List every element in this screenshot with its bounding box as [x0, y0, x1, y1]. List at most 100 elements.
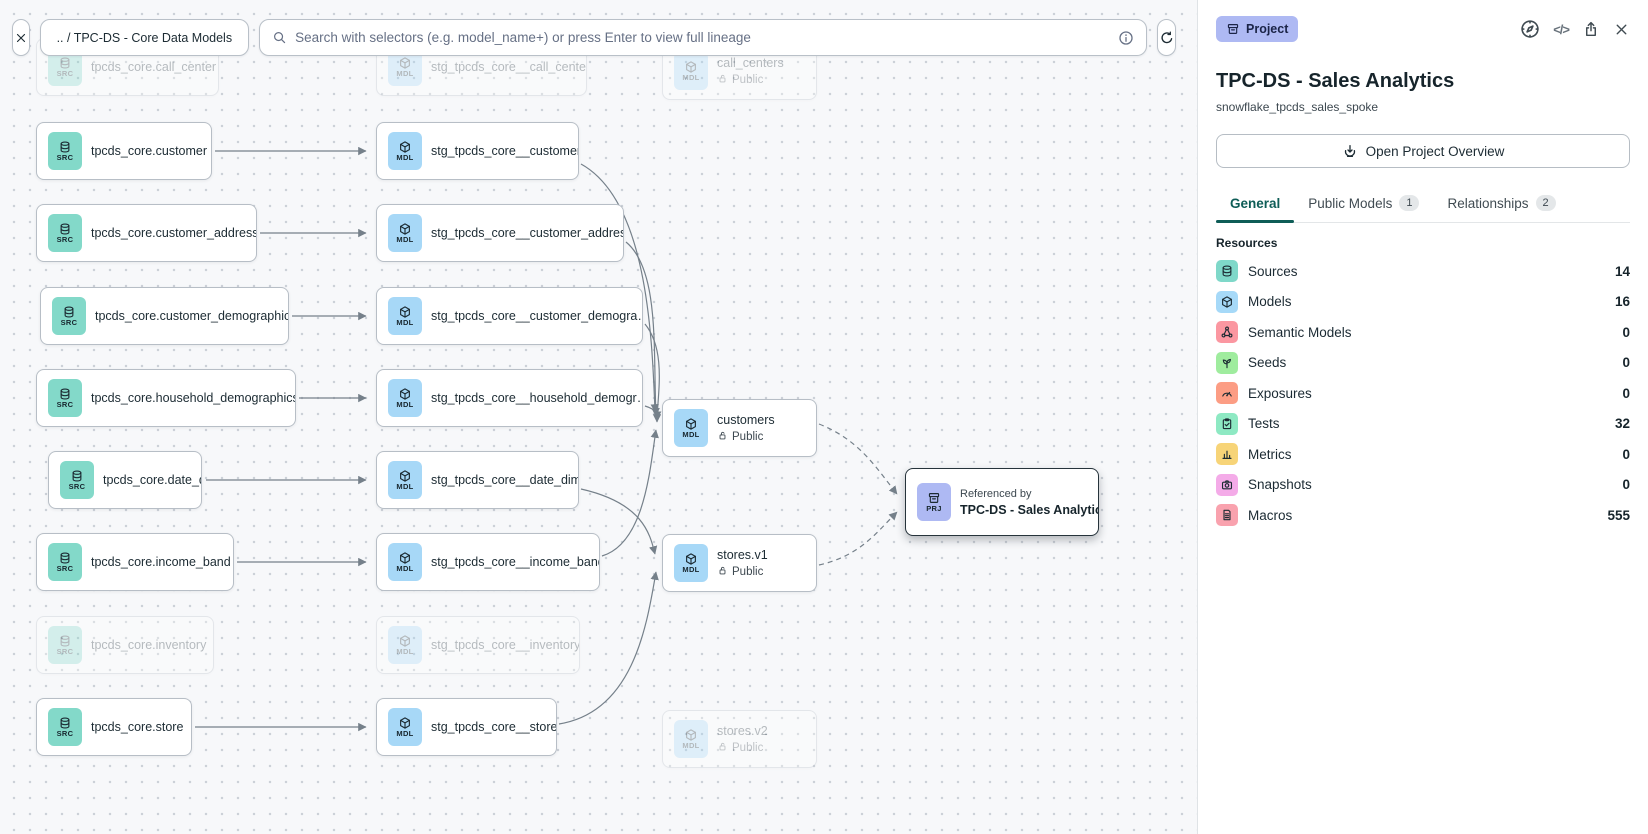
database-icon	[58, 222, 72, 236]
project-node-tpc-ds-sales-analytics[interactable]: PRJ Referenced by TPC-DS - Sales Analyti…	[905, 468, 1099, 536]
tab-general[interactable]: General	[1216, 186, 1294, 222]
lineage-node-stg-tpcds-core-inventory[interactable]: MDLstg_tpcds_core__inventory	[376, 616, 580, 674]
lineage-node-stg-tpcds-core-customer-address[interactable]: MDL stg_tpcds_core__customer_address	[376, 204, 624, 262]
lineage-node-stg-tpcds-core-income-band[interactable]: MDLstg_tpcds_core__income_band	[376, 533, 600, 591]
node-label: tpcds_core.store	[91, 720, 183, 734]
database-icon	[58, 716, 72, 730]
resources-heading: Resources	[1216, 236, 1630, 250]
node-access-label: Public	[717, 741, 768, 755]
share-icon[interactable]	[1582, 20, 1600, 38]
lineage-node-tpcds-core.store[interactable]: SRC tpcds_core.store	[36, 698, 192, 756]
lineage-node-tpcds-core.customer-demographics[interactable]: SRCtpcds_core.customer_demographics	[40, 287, 289, 345]
src-badge: SRC	[48, 132, 82, 170]
resource-row-models[interactable]: Models16	[1216, 287, 1630, 318]
src-badge: SRC	[48, 379, 82, 417]
panel-tabs: General Public Models1Relationships2	[1216, 186, 1630, 223]
lineage-node-stores.v1[interactable]: MDL stores.v1 Public	[662, 534, 817, 592]
barchart-icon	[1216, 443, 1238, 465]
lineage-node-stg-tpcds-core-date-dim[interactable]: MDLstg_tpcds_core__date_dim	[376, 451, 579, 509]
lineage-node-tpcds-core.household-demographics[interactable]: SRCtpcds_core.household_demographics	[36, 369, 296, 427]
node-label: tpcds_core.date_dim	[103, 473, 202, 487]
cube-icon	[684, 552, 698, 566]
search-bar	[259, 19, 1147, 56]
node-label: stg_tpcds_core__customer_address	[431, 226, 624, 240]
lineage-node-customers[interactable]: MDL customers Public	[662, 399, 817, 457]
resource-count: 32	[1615, 416, 1630, 431]
resource-row-snapshots[interactable]: Snapshots0	[1216, 470, 1630, 501]
resource-row-sources[interactable]: Sources14	[1216, 256, 1630, 287]
resource-label: Metrics	[1248, 447, 1622, 462]
cube-icon	[398, 716, 412, 730]
lineage-canvas[interactable]: SRCtpcds_core.call_center SRCtpcds_core.…	[0, 0, 1197, 834]
search-input[interactable]	[295, 30, 1110, 45]
close-lineage-button[interactable]	[12, 19, 30, 56]
node-label: tpcds_core.inventory	[91, 638, 206, 652]
src-badge: SRC	[60, 461, 94, 499]
mdl-badge: MDL	[674, 52, 708, 90]
node-label: stg_tpcds_core__call_center	[431, 60, 587, 74]
node-label: stg_tpcds_core__income_band	[431, 555, 600, 569]
resource-row-metrics[interactable]: Metrics0	[1216, 439, 1630, 470]
compass-icon[interactable]	[1520, 19, 1540, 39]
tab-relationships[interactable]: Relationships2	[1433, 186, 1569, 222]
resource-label: Sources	[1248, 264, 1615, 279]
unlock-icon	[717, 741, 728, 755]
refresh-button[interactable]	[1157, 19, 1176, 56]
resource-row-seeds[interactable]: Seeds0	[1216, 348, 1630, 379]
semantic-icon	[1216, 321, 1238, 343]
lineage-node-tpcds-core.income-band[interactable]: SRCtpcds_core.income_band	[36, 533, 234, 591]
tab-public-models[interactable]: Public Models1	[1294, 186, 1433, 222]
resource-row-tests[interactable]: Tests32	[1216, 409, 1630, 440]
cube-icon	[398, 551, 412, 565]
cube-icon	[398, 305, 412, 319]
refresh-icon	[1159, 30, 1175, 46]
resource-label: Models	[1248, 294, 1615, 309]
prj-badge: PRJ	[917, 483, 951, 521]
lineage-node-tpcds-core.customer-address[interactable]: SRCtpcds_core.customer_address	[36, 204, 257, 262]
project-badge-label: Project	[1246, 22, 1288, 36]
resource-row-macros[interactable]: Macros555	[1216, 500, 1630, 531]
info-icon[interactable]	[1118, 30, 1134, 46]
archive-icon	[1226, 22, 1240, 36]
tab-label: General	[1230, 196, 1280, 211]
file-icon	[1216, 504, 1238, 526]
src-badge: SRC	[52, 297, 86, 335]
resource-row-semantic-models[interactable]: Semantic Models0	[1216, 317, 1630, 348]
resource-label: Tests	[1248, 416, 1615, 431]
mdl-badge: MDL	[388, 132, 422, 170]
close-panel-icon[interactable]	[1613, 21, 1630, 38]
cube-icon	[684, 60, 698, 74]
node-label: tpcds_core.income_band	[91, 555, 231, 569]
node-access-label: Public	[717, 73, 784, 87]
node-label: call_centers	[717, 56, 784, 70]
cube-icon	[398, 634, 412, 648]
lineage-node-tpcds-core.customer[interactable]: SRC tpcds_core.customer	[36, 122, 212, 180]
cube-icon	[398, 387, 412, 401]
lineage-node-tpcds-core.inventory[interactable]: SRCtpcds_core.inventory	[36, 616, 214, 674]
resource-label: Semantic Models	[1248, 325, 1622, 340]
lineage-node-stores.v2[interactable]: MDL stores.v2 Public	[662, 710, 817, 768]
project-type-badge: Project	[1216, 16, 1298, 42]
project-subtitle: snowflake_tpcds_sales_spoke	[1216, 100, 1630, 114]
lineage-node-stg-tpcds-core-store[interactable]: MDLstg_tpcds_core__store	[376, 698, 557, 756]
resource-label: Snapshots	[1248, 477, 1622, 492]
unlock-icon	[717, 430, 728, 444]
cube-icon	[1216, 291, 1238, 313]
cube-icon	[684, 417, 698, 431]
lineage-node-stg-tpcds-core-household-demogr-[interactable]: MDLstg_tpcds_core__household_demogr…	[376, 369, 643, 427]
node-label: tpcds_core.customer	[91, 144, 207, 158]
lineage-node-stg-tpcds-core-customer-demogra-[interactable]: MDLstg_tpcds_core__customer_demogra…	[376, 287, 643, 345]
code-icon[interactable]: </>	[1553, 22, 1569, 37]
node-label: tpcds_core.call_center	[91, 60, 216, 74]
open-project-overview-button[interactable]: Open Project Overview	[1216, 134, 1630, 168]
mdl-badge: MDL	[388, 214, 422, 252]
lineage-node-tpcds-core.date-dim[interactable]: SRC tpcds_core.date_dim	[48, 451, 202, 509]
node-label: stg_tpcds_core__date_dim	[431, 473, 579, 487]
breadcrumb[interactable]: .. / TPC-DS - Core Data Models	[40, 19, 250, 56]
node-label: tpcds_core.customer_address	[91, 226, 257, 240]
resource-row-exposures[interactable]: Exposures0	[1216, 378, 1630, 409]
src-badge: SRC	[48, 708, 82, 746]
cube-icon	[398, 56, 412, 70]
database-icon	[58, 551, 72, 565]
lineage-node-stg-tpcds-core-customer[interactable]: MDLstg_tpcds_core__customer	[376, 122, 579, 180]
